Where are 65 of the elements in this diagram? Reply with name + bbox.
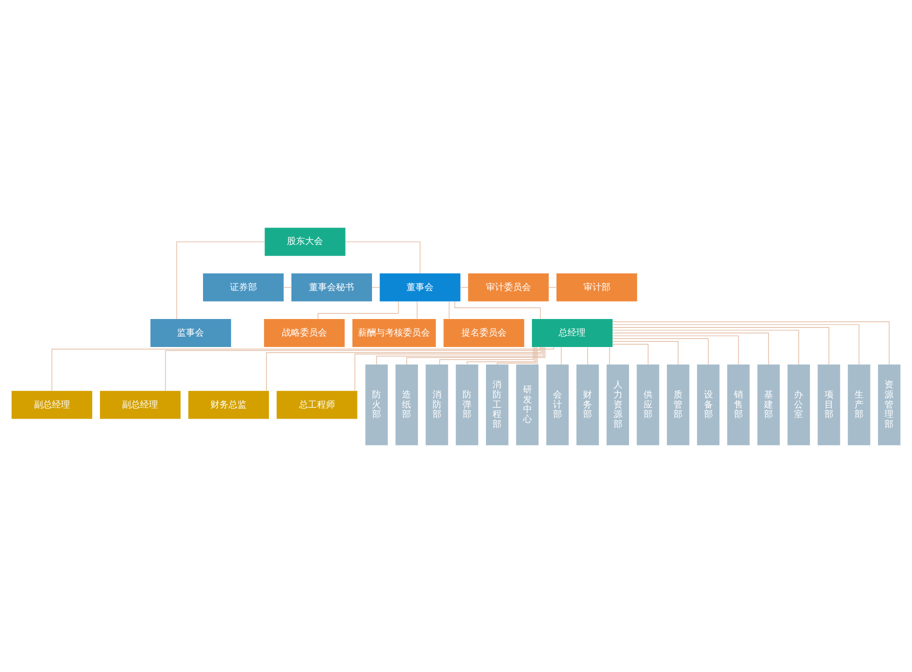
node-box: 设备部 [697,364,720,445]
node-box: 资源管理部 [878,364,900,445]
connector [612,332,769,364]
connector [454,300,541,319]
node-box: 审计部 [556,272,638,301]
connector [612,340,678,364]
connector [612,324,860,364]
node-box: 审计委员会 [468,272,549,301]
node-box: 消防部 [426,364,448,445]
node-box: 项目部 [818,364,840,445]
node-box: 副总经理 [12,390,92,418]
connector [376,346,544,364]
connector [439,346,534,364]
connector [372,286,380,288]
connector [354,346,543,391]
connector [266,346,542,390]
connector [612,320,890,364]
node-box: 战略委员会 [264,318,345,347]
connector [345,240,420,274]
connector [284,286,292,288]
connector [612,343,648,364]
node-box: 董事会秘书 [291,272,372,301]
connector [52,346,554,391]
connector [612,326,830,364]
node-box: 总工程师 [276,390,358,418]
connector [416,300,418,319]
node-box: 销售部 [727,364,750,445]
node-box: 提名委员会 [444,318,524,347]
node-box: 研发中心 [516,364,539,445]
connector [448,300,450,319]
node-box: 会计部 [546,364,569,445]
connector [587,346,588,364]
connector [406,346,546,364]
node-box: 副总经理 [100,390,181,418]
node-box: 财务总监 [188,390,269,418]
node-box: 防火部 [365,364,388,445]
connector [536,346,538,364]
node-box: 总经理 [532,318,613,347]
node-box: 股东大会 [264,227,346,256]
connector [612,329,800,364]
connector [466,346,535,364]
node-box: 董事会 [380,272,460,301]
node-box: 防弹部 [456,364,478,445]
connector [560,346,562,364]
node-box: 人力资源部 [606,364,630,445]
node-box: 办公室 [788,364,810,445]
node-box: 财务部 [576,364,599,445]
connector [460,286,468,288]
connector [165,346,540,390]
node-box: 消防工程部 [486,364,508,445]
node-box: 基建部 [757,364,780,445]
connector [612,338,709,364]
connector [548,286,557,288]
connector [609,346,610,364]
node-box: 生产部 [848,364,870,445]
node-box: 薪酬与考核委员会 [352,318,436,347]
connector [612,334,739,364]
node-box: 监事会 [150,318,232,347]
connector [318,300,399,319]
node-box: 造纸部 [396,364,418,445]
node-box: 供应部 [636,364,660,445]
node-box: 证券部 [203,272,284,301]
connector [176,240,265,319]
node-box: 质管部 [666,364,690,445]
connector [496,346,536,364]
